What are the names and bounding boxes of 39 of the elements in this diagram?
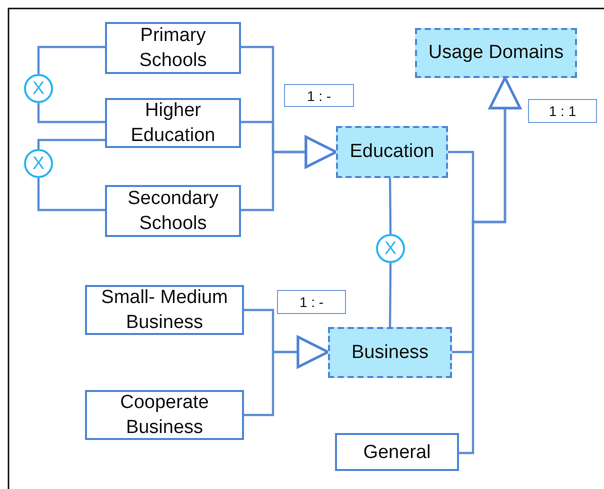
ratio-label: 1 : - — [306, 88, 332, 104]
box-label: Primary Schools — [138, 24, 208, 73]
box-label: General — [363, 440, 431, 464]
generalization-arrow — [244, 336, 330, 416]
connector-line — [37, 138, 105, 149]
process-box — [335, 433, 459, 471]
process-box — [105, 185, 241, 237]
exclusion-mark: X — [32, 78, 44, 99]
connector-line — [388, 178, 392, 234]
feature-box — [328, 327, 452, 378]
ratio-box — [528, 99, 597, 123]
ratio-box — [277, 290, 346, 314]
process-box — [85, 390, 244, 440]
feature-box — [336, 126, 448, 178]
connector-line — [37, 178, 105, 212]
generalization-arrow — [459, 76, 522, 454]
ratio-box — [284, 84, 354, 107]
ratio-label: 1 : 1 — [548, 103, 576, 119]
connector-line — [37, 46, 105, 74]
box-label: Business — [351, 342, 429, 364]
exclusion-mark: X — [32, 153, 44, 174]
box-label: Cooperate Business — [119, 391, 210, 440]
box-label: Secondary Schools — [126, 187, 220, 236]
process-box — [105, 22, 241, 74]
box-label: Education — [350, 141, 434, 163]
exclusion-circle — [24, 74, 53, 103]
box-label: Higher Education — [130, 99, 216, 148]
connector-line — [37, 103, 105, 124]
connector-line — [388, 263, 392, 327]
box-label: Usage Domains — [428, 42, 564, 64]
exclusion-circle — [24, 149, 53, 178]
feature-box — [415, 28, 577, 78]
process-box — [105, 98, 241, 148]
ratio-label: 1 : - — [299, 294, 324, 310]
box-label: Small- Medium Business — [100, 286, 229, 335]
exclusion-mark: X — [384, 238, 396, 259]
process-box — [85, 285, 244, 335]
generalization-arrow — [241, 136, 338, 212]
exclusion-circle — [376, 234, 405, 263]
